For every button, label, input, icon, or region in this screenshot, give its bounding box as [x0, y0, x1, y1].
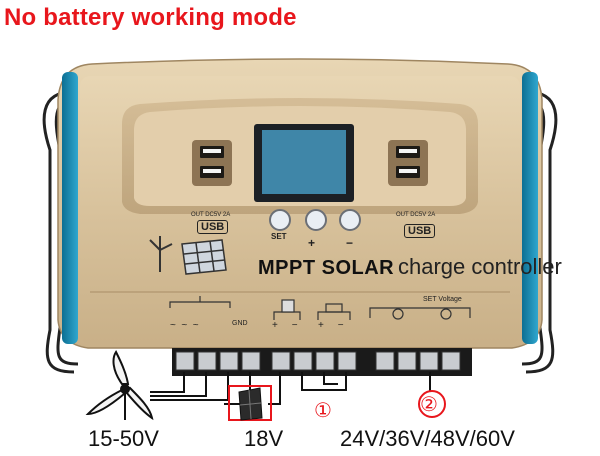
usb-output-label-right: OUT DC5V 2A: [396, 212, 436, 218]
gnd-label: GND: [232, 320, 248, 327]
wind-turbine-icon: [149, 236, 173, 272]
page-title: No battery working mode: [4, 4, 297, 31]
usb-badge-left: USB: [197, 220, 229, 234]
charge-controller-label: charge controller: [398, 254, 562, 279]
pv-voltage-label: 18V: [244, 426, 284, 451]
wind-terminal-marks: ~ ~ ~: [170, 320, 199, 331]
brand-label: MPPT SOLAR: [258, 257, 395, 279]
lcd-screen: [262, 130, 346, 194]
marker-1: ①: [314, 400, 332, 422]
usb-port-left: [192, 140, 232, 186]
terminal-block: [172, 348, 472, 376]
solar-panel-icon: [181, 239, 227, 275]
wires: [150, 372, 431, 405]
minus-key-label: −: [346, 236, 354, 250]
plus-key-label: +: [308, 236, 316, 250]
terminal-bracket-battery: [317, 303, 351, 320]
marker-2: ②: [420, 394, 438, 416]
set-key-label: SET: [271, 232, 287, 241]
wind-voltage-label: 15-50V: [88, 426, 159, 451]
battery-terminal-marks: + −: [318, 320, 344, 331]
control-buttons: [269, 209, 361, 231]
solar-panel-drawing: [228, 385, 272, 421]
pv-terminal-marks: + −: [272, 320, 298, 331]
terminal-bracket-pv: [273, 299, 301, 320]
terminal-bracket-wind: [169, 296, 231, 308]
usb-port-right: [388, 140, 428, 186]
output-connector-icon: [418, 390, 446, 418]
set-voltage-label: SET Voltage: [423, 296, 462, 303]
blue-trim-right: [522, 72, 538, 344]
battery-voltage-label: 24V/36V/48V/60V: [340, 426, 515, 451]
wind-turbine-drawing: [85, 350, 154, 421]
usb-output-label-left: OUT DC5V 2A: [191, 212, 231, 218]
terminal-bracket-load: [369, 307, 471, 320]
usb-badge-right: USB: [404, 224, 436, 238]
blue-trim-left: [62, 72, 78, 344]
